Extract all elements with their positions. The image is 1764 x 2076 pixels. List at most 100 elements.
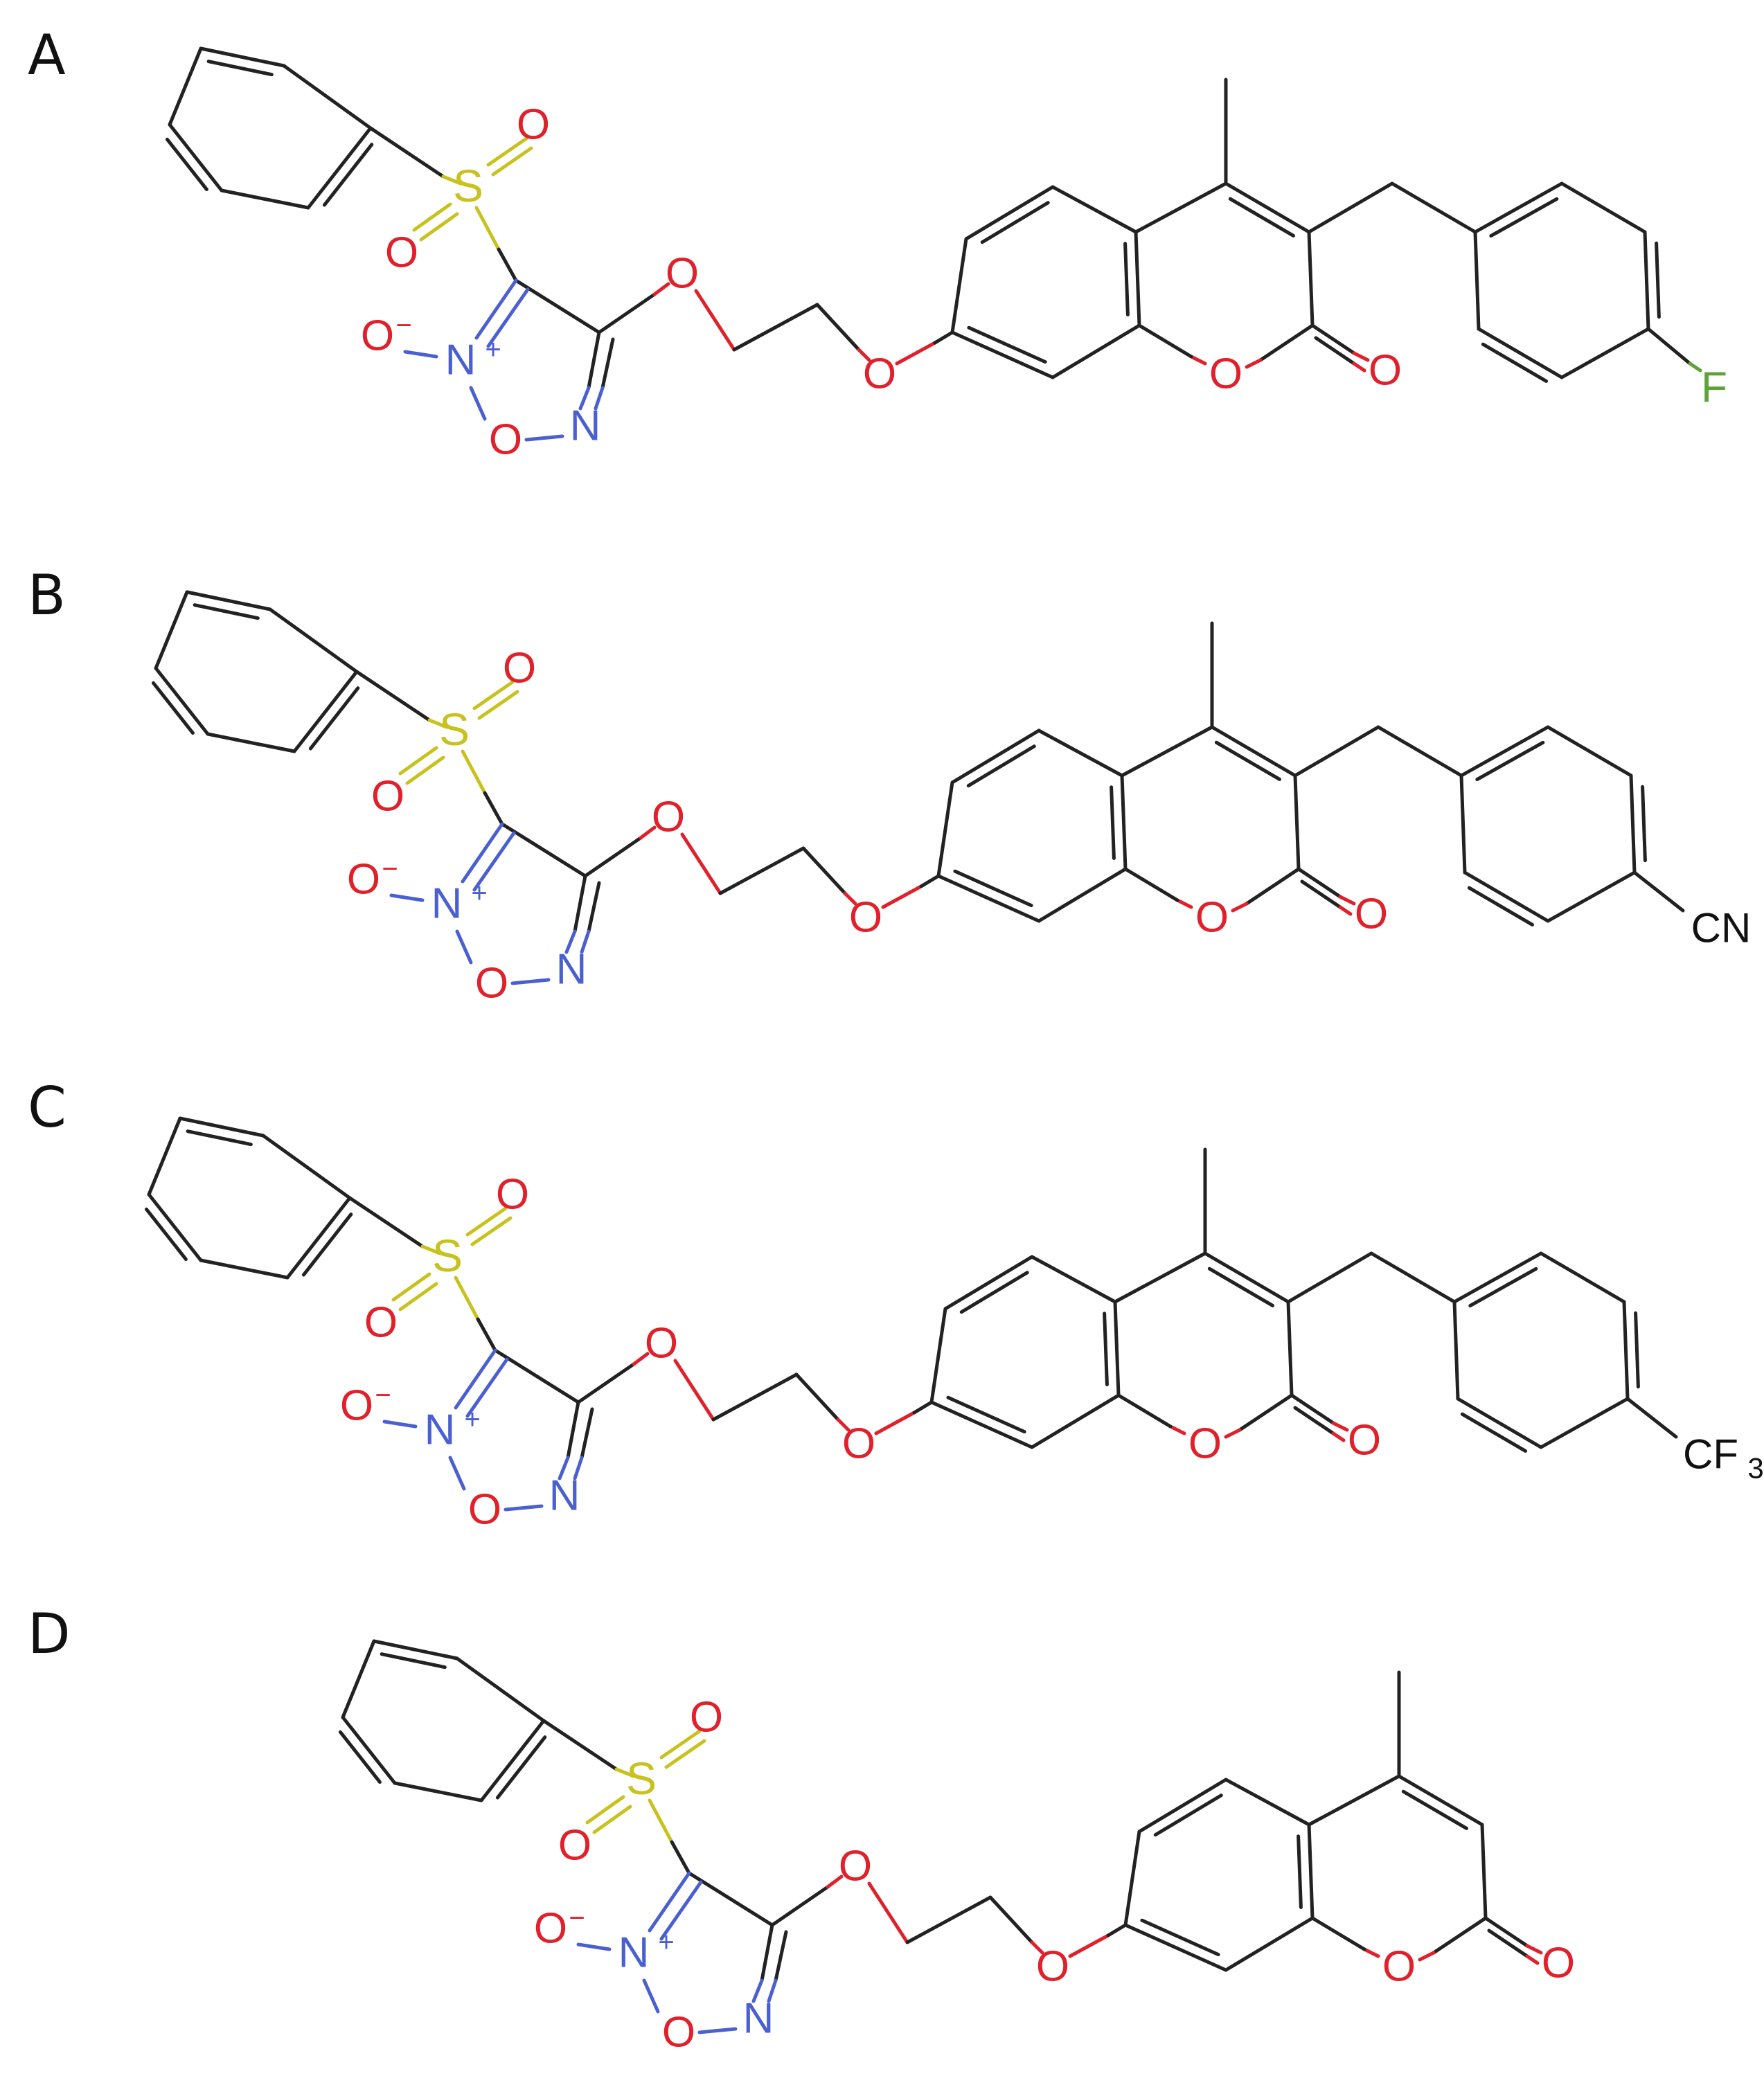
s-ring-bond [648,1798,674,1844]
benzyl-ring-bond [1546,725,1633,778]
furoxan-c-n-double [573,1456,584,1480]
carbonyl-oxygen: O [1348,1417,1381,1465]
benzyl-ch2-bond [1376,725,1463,778]
furoxan-c-c-bond [687,1871,774,1927]
coumarin-benzo-bond [936,780,954,878]
ether-bond [881,884,923,909]
pyranone-bond [1113,1251,1207,1304]
oxide-oxygen: O [340,1382,373,1430]
pyranone-bond [1293,773,1301,871]
oxide-oxygen: O [361,312,394,360]
ether-oxygen-2: O [842,1420,875,1468]
so-double-bond [585,1795,625,1825]
c-cn-bond [1632,870,1685,913]
benzyl-ch2-bond [1293,725,1380,778]
sulfonyl-oxygen-top: O [690,1694,723,1742]
lactone-oxygen: O [1209,350,1242,398]
phenyl-inner-bond [151,681,195,735]
coumarin-benzo-bond [1224,1778,1311,1827]
cf3-subscript: 3 [1747,1452,1763,1485]
lactone-oxygen: O [1188,1420,1222,1468]
ether-bond [836,1417,850,1432]
pyranone-bond [1189,355,1207,366]
benzyl-ring-inner-bond [1655,241,1661,319]
benzyl-ring-bond [1459,725,1550,778]
pyranone-inner-bond [1214,740,1282,781]
carbonyl-bond [1310,323,1356,355]
n-oxide-bond [576,1942,612,1951]
phenyl-sulfur-bond [368,126,445,179]
oxide-minus-charge: − [569,1903,585,1933]
ether-bond [895,341,937,366]
phenyl-sulfur-bond [420,1244,442,1255]
sulfonyl-oxygen-top: O [503,645,536,692]
coumarin-inner-bond [980,201,1050,244]
phenyl-sulfur-bond [614,1767,636,1778]
phenyl-sulfur-bond [441,175,463,186]
so-double-bond [470,1216,513,1246]
carbonyl-oxygen: O [1355,891,1388,938]
so-double-bond [472,680,515,710]
furoxan-n-o-bond [524,434,564,442]
coumarin-benzo-bond [1113,1300,1121,1397]
furoxan-c-n-bond [587,330,601,390]
benzyl-ring-bond [1539,1251,1626,1304]
coumarin-inner-bond [1140,1918,1220,1957]
benzyl-ring-bond [1622,1300,1630,1401]
phenyl-bond [479,1719,546,1802]
phenyl-bond [178,1116,265,1138]
coumarin-inner-bond [966,744,1036,788]
ether-oxygen-1: O [839,1843,872,1890]
aryl-ether-bond [912,1400,934,1415]
carbonyl-bond [1352,361,1366,373]
furoxan-n-o-bond [697,2027,738,2034]
so-double-bond [419,212,459,242]
pyranone-bond [1224,181,1311,234]
pyranone-bond [1258,323,1315,362]
coumarin-inner-bond [1153,1793,1223,1837]
so-double-bond [398,1282,438,1312]
phenyl-inner-bond [338,1730,382,1784]
pyranone-bond [1432,1916,1488,1955]
ether-bond [639,825,657,840]
coumarin-inner-bond [1123,242,1130,316]
c-f-bond [1688,361,1702,373]
sulfonyl-oxygen-bottom: O [385,229,418,277]
pyranone-bond [1310,1916,1366,1951]
pyranone-inner-bond [1207,1267,1275,1307]
phenyl-bond [393,1781,483,1802]
sulfonyl-oxygen-top: O [496,1171,529,1219]
so-double-bond [491,146,533,177]
pyranone-bond [1286,1300,1294,1397]
pyranone-bond [1116,1393,1173,1429]
ethylene-bond [711,1372,799,1422]
sulfonyl-oxygen-bottom: O [558,1822,591,1870]
furoxan-c-n-bond [760,1923,774,1983]
coumarin-benzo-bond [1037,867,1128,923]
sulfur-atom: S [453,160,483,211]
carbonyl-bond [1314,336,1356,366]
pyranone-bond [1168,1424,1186,1435]
ether-oxygen-1: O [652,794,685,841]
sulfonyl-oxygen-top: O [517,101,550,149]
coumarin-inner-bond [967,325,1047,364]
aryl-ether-bond [933,330,954,345]
carbonyl-bond [1525,1944,1543,1955]
phenyl-bond [154,666,210,736]
oxide-minus-charge: − [382,854,398,884]
sulfonyl-oxygen-bottom: O [371,773,404,821]
fluorine-atom: F [1701,364,1727,412]
ether-oxygen-2: O [1036,1943,1069,1991]
phenyl-bond [147,1192,203,1262]
benzyl-ring-inner-bond [1467,886,1535,927]
pyranone-bond [1418,1951,1436,1962]
pyranone-bond [1245,867,1301,906]
s-ring-bond [483,791,504,826]
phenyl-bond [206,732,296,753]
coumarin-benzo-bond [1030,1393,1121,1449]
coumarin-benzo-bond [1123,1829,1141,1927]
carbonyl-bond [1484,1916,1529,1948]
